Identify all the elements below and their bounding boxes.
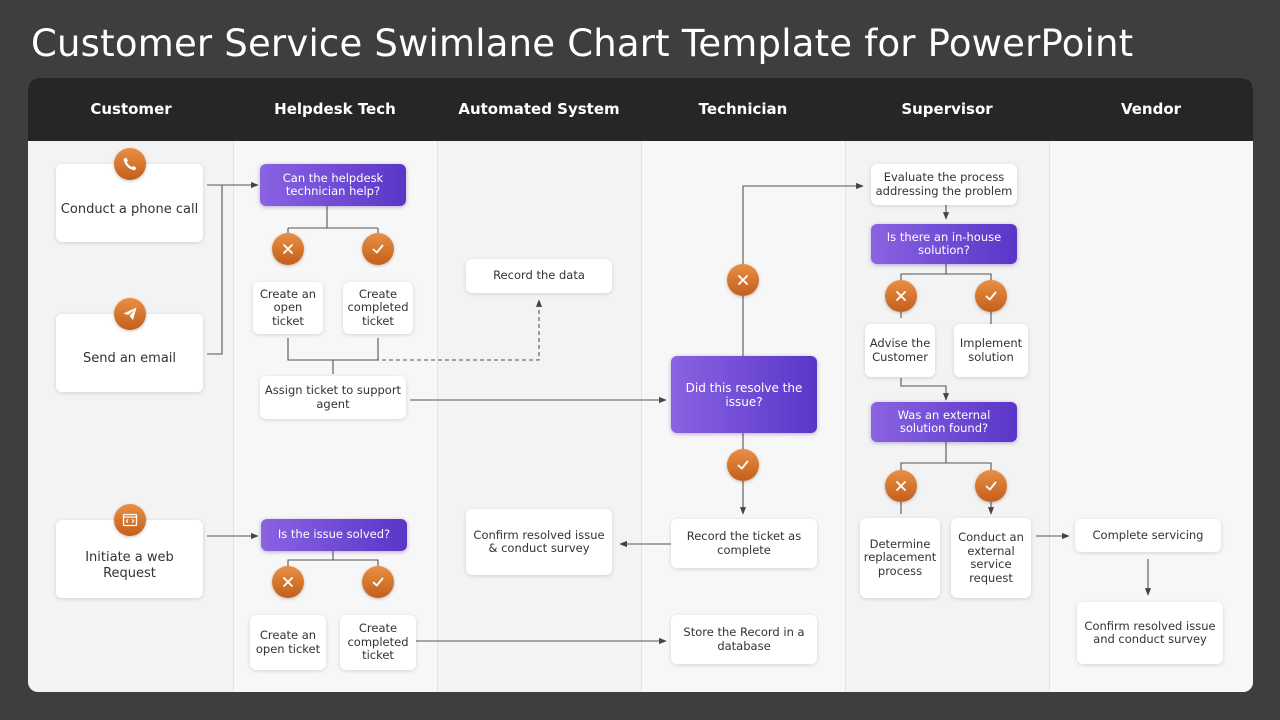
issue-solved-decision: Is the issue solved? <box>261 519 407 551</box>
determine-replacement-box: Determine replacement process <box>860 518 940 598</box>
lane-header-technician: Technician <box>698 100 788 118</box>
in-house-solution-decision: Is there an in-house solution? <box>871 224 1017 264</box>
lane-divider <box>437 141 438 692</box>
implement-solution-box: Implement solution <box>954 324 1028 377</box>
complete-servicing-box: Complete servicing <box>1075 519 1221 552</box>
create-completed-ticket-box: Create completed ticket <box>343 282 413 334</box>
evaluate-process-box: Evaluate the process addressing the prob… <box>871 164 1017 205</box>
assign-ticket-box: Assign ticket to support agent <box>260 376 406 419</box>
external-solution-decision: Was an external solution found? <box>871 402 1017 442</box>
cross-icon <box>272 566 304 598</box>
connector-lines <box>207 78 1152 645</box>
lane-header-supervisor: Supervisor <box>901 100 993 118</box>
advise-customer-box: Advise the Customer <box>865 324 935 377</box>
record-data-box: Record the data <box>466 259 612 293</box>
lane-header-automated-system: Automated System <box>458 100 620 118</box>
lane-divider <box>845 141 846 692</box>
lane-bg-vendor <box>1049 141 1253 692</box>
helpdesk-help-decision: Can the helpdesk technician help? <box>260 164 406 206</box>
check-icon <box>975 470 1007 502</box>
vendor-confirm-resolved-box: Confirm resolved issue and conduct surve… <box>1077 602 1223 664</box>
record-ticket-complete-box: Record the ticket as complete <box>671 519 817 568</box>
check-icon <box>975 280 1007 312</box>
cross-icon <box>727 264 759 296</box>
cross-icon <box>885 470 917 502</box>
browser-code-icon <box>114 504 146 536</box>
swimlane-panel: Customer Helpdesk Tech Automated System … <box>28 78 1253 692</box>
store-record-box: Store the Record in a database <box>671 615 817 664</box>
confirm-resolved-box: Confirm resolved issue & conduct survey <box>466 509 612 575</box>
phone-icon <box>114 148 146 180</box>
paper-plane-icon <box>114 298 146 330</box>
create-open-ticket-box-2: Create an open ticket <box>250 615 326 670</box>
initiate-web-request-box: Initiate a web Request <box>56 520 203 598</box>
create-open-ticket-box: Create an open ticket <box>253 282 323 334</box>
create-completed-ticket-box-2: Create completed ticket <box>340 615 416 670</box>
check-icon <box>362 566 394 598</box>
check-icon <box>362 233 394 265</box>
lane-divider <box>641 141 642 692</box>
lane-divider <box>1049 141 1050 692</box>
lane-header-vendor: Vendor <box>1120 100 1182 118</box>
check-icon <box>727 449 759 481</box>
lane-header-bar: Customer Helpdesk Tech Automated System … <box>28 78 1253 141</box>
lane-header-customer: Customer <box>90 100 172 118</box>
cross-icon <box>885 280 917 312</box>
page-title: Customer Service Swimlane Chart Template… <box>31 22 1134 65</box>
lane-divider <box>233 141 234 692</box>
resolve-issue-decision: Did this resolve the issue? <box>671 356 817 433</box>
lane-header-helpdesk-tech: Helpdesk Tech <box>274 100 396 118</box>
cross-icon <box>272 233 304 265</box>
conduct-external-request-box: Conduct an external service request <box>951 518 1031 598</box>
